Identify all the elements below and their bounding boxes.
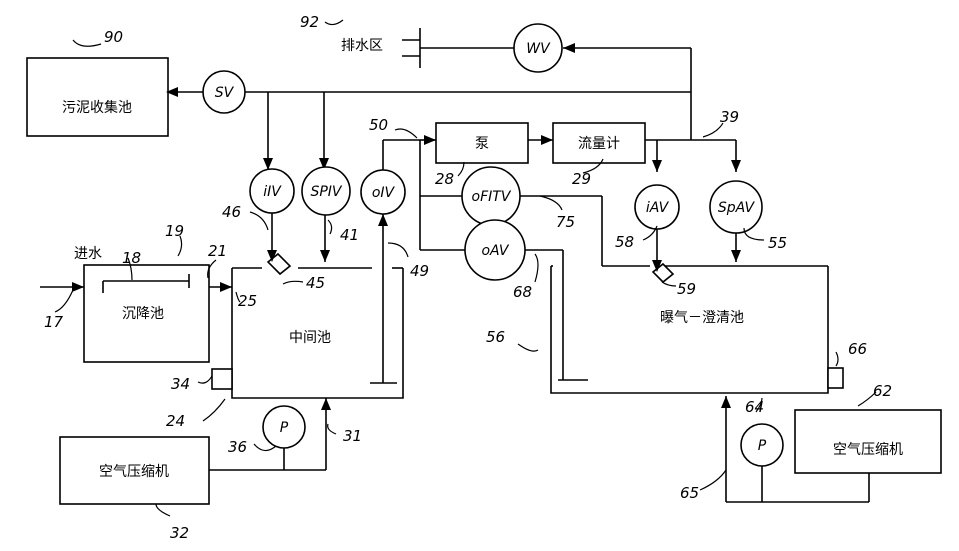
ref-58: 58 [615,233,634,251]
ref-75: 75 [556,213,575,231]
valve-iav: iAV [634,184,680,230]
compressor-right-label: 空气压缩机 [833,442,903,458]
ref-17: 17 [44,313,64,331]
ref-25: 25 [238,292,257,310]
ref-21: 21 [208,242,227,260]
inlet-label: 进水 [74,246,102,262]
valve-sv: SV [202,70,246,114]
ref-19: 19 [165,222,184,240]
valve-spiv: SPIV [301,166,351,216]
ofitv-label: oFITV [472,189,512,205]
ref-59: 59 [677,280,696,298]
ref-41: 41 [340,226,359,244]
ref-29: 29 [572,170,591,188]
ref-64: 64 [745,398,764,416]
ref-68: 68 [513,283,532,301]
valve-oav: oAV [464,219,526,281]
pump-box: 泵 [435,122,529,164]
aeration-tank-label: 曝气－澄清池 [660,310,744,326]
leader-lines [54,19,877,517]
flow-arrows [72,43,741,410]
pump-p-left: P [262,405,306,449]
ref-36: 36 [228,438,247,456]
sv-label: SV [215,85,235,101]
iav-label: iAV [646,200,670,216]
ref-65: 65 [680,484,699,502]
piping [40,28,870,503]
ref-45: 45 [306,274,325,292]
ref-31: 31 [343,427,362,445]
sludge-tank-label: 污泥收集池 [62,99,132,116]
reference-numerals: 90 92 50 39 19 18 21 17 25 45 46 41 49 2… [44,13,892,542]
ref-62: 62 [873,382,892,400]
valve-iiv: iIV [249,168,295,214]
ref-24: 24 [166,412,185,430]
air-compressor-right: 空气压缩机 [794,409,942,474]
valve-wv: WV [513,23,563,73]
ref-39: 39 [720,108,739,126]
air-compressor-left: 空气压缩机 [59,436,210,505]
ref-92: 92 [300,13,319,31]
intermediate-tank: 中间池 [231,267,404,399]
compressor-left-label: 空气压缩机 [99,464,169,480]
p-right-label: P [758,438,767,454]
p-left-label: P [280,420,289,436]
aeration-clarification-tank: 曝气－澄清池 [550,265,829,394]
sludge-collection-tank: 污泥收集池 [26,57,169,137]
ref-49: 49 [410,262,429,280]
pump-label: 泵 [475,136,489,152]
ref-50: 50 [369,116,388,134]
flowmeter-label: 流量计 [578,136,620,152]
spav-label: SpAV [718,200,756,216]
oav-label: oAV [481,243,509,259]
ref-34: 34 [171,375,190,393]
ref-28: 28 [435,170,454,188]
valve-oiv: oIV [360,169,406,215]
iiv-label: iIV [263,184,282,200]
spiv-label: SPIV [310,184,342,200]
intermediate-tank-label: 中间池 [289,330,331,346]
ref-55: 55 [768,234,787,252]
ref-90: 90 [104,28,123,46]
valve-ofitv: oFITV [461,166,521,226]
ref-32: 32 [170,524,189,542]
ref-46: 46 [222,203,241,221]
ref-66: 66 [848,340,867,358]
settling-tank-label: 沉降池 [122,306,164,322]
oiv-label: oIV [372,185,396,201]
wv-label: WV [526,41,551,57]
pump-p-right: P [740,423,784,467]
flowmeter-box: 流量计 [552,122,646,164]
drain-label: 排水区 [341,38,383,54]
settling-tank: 沉降池 [83,264,210,363]
ref-56: 56 [486,328,505,346]
ref-18: 18 [122,249,141,267]
valve-spav: SpAV [709,180,763,234]
